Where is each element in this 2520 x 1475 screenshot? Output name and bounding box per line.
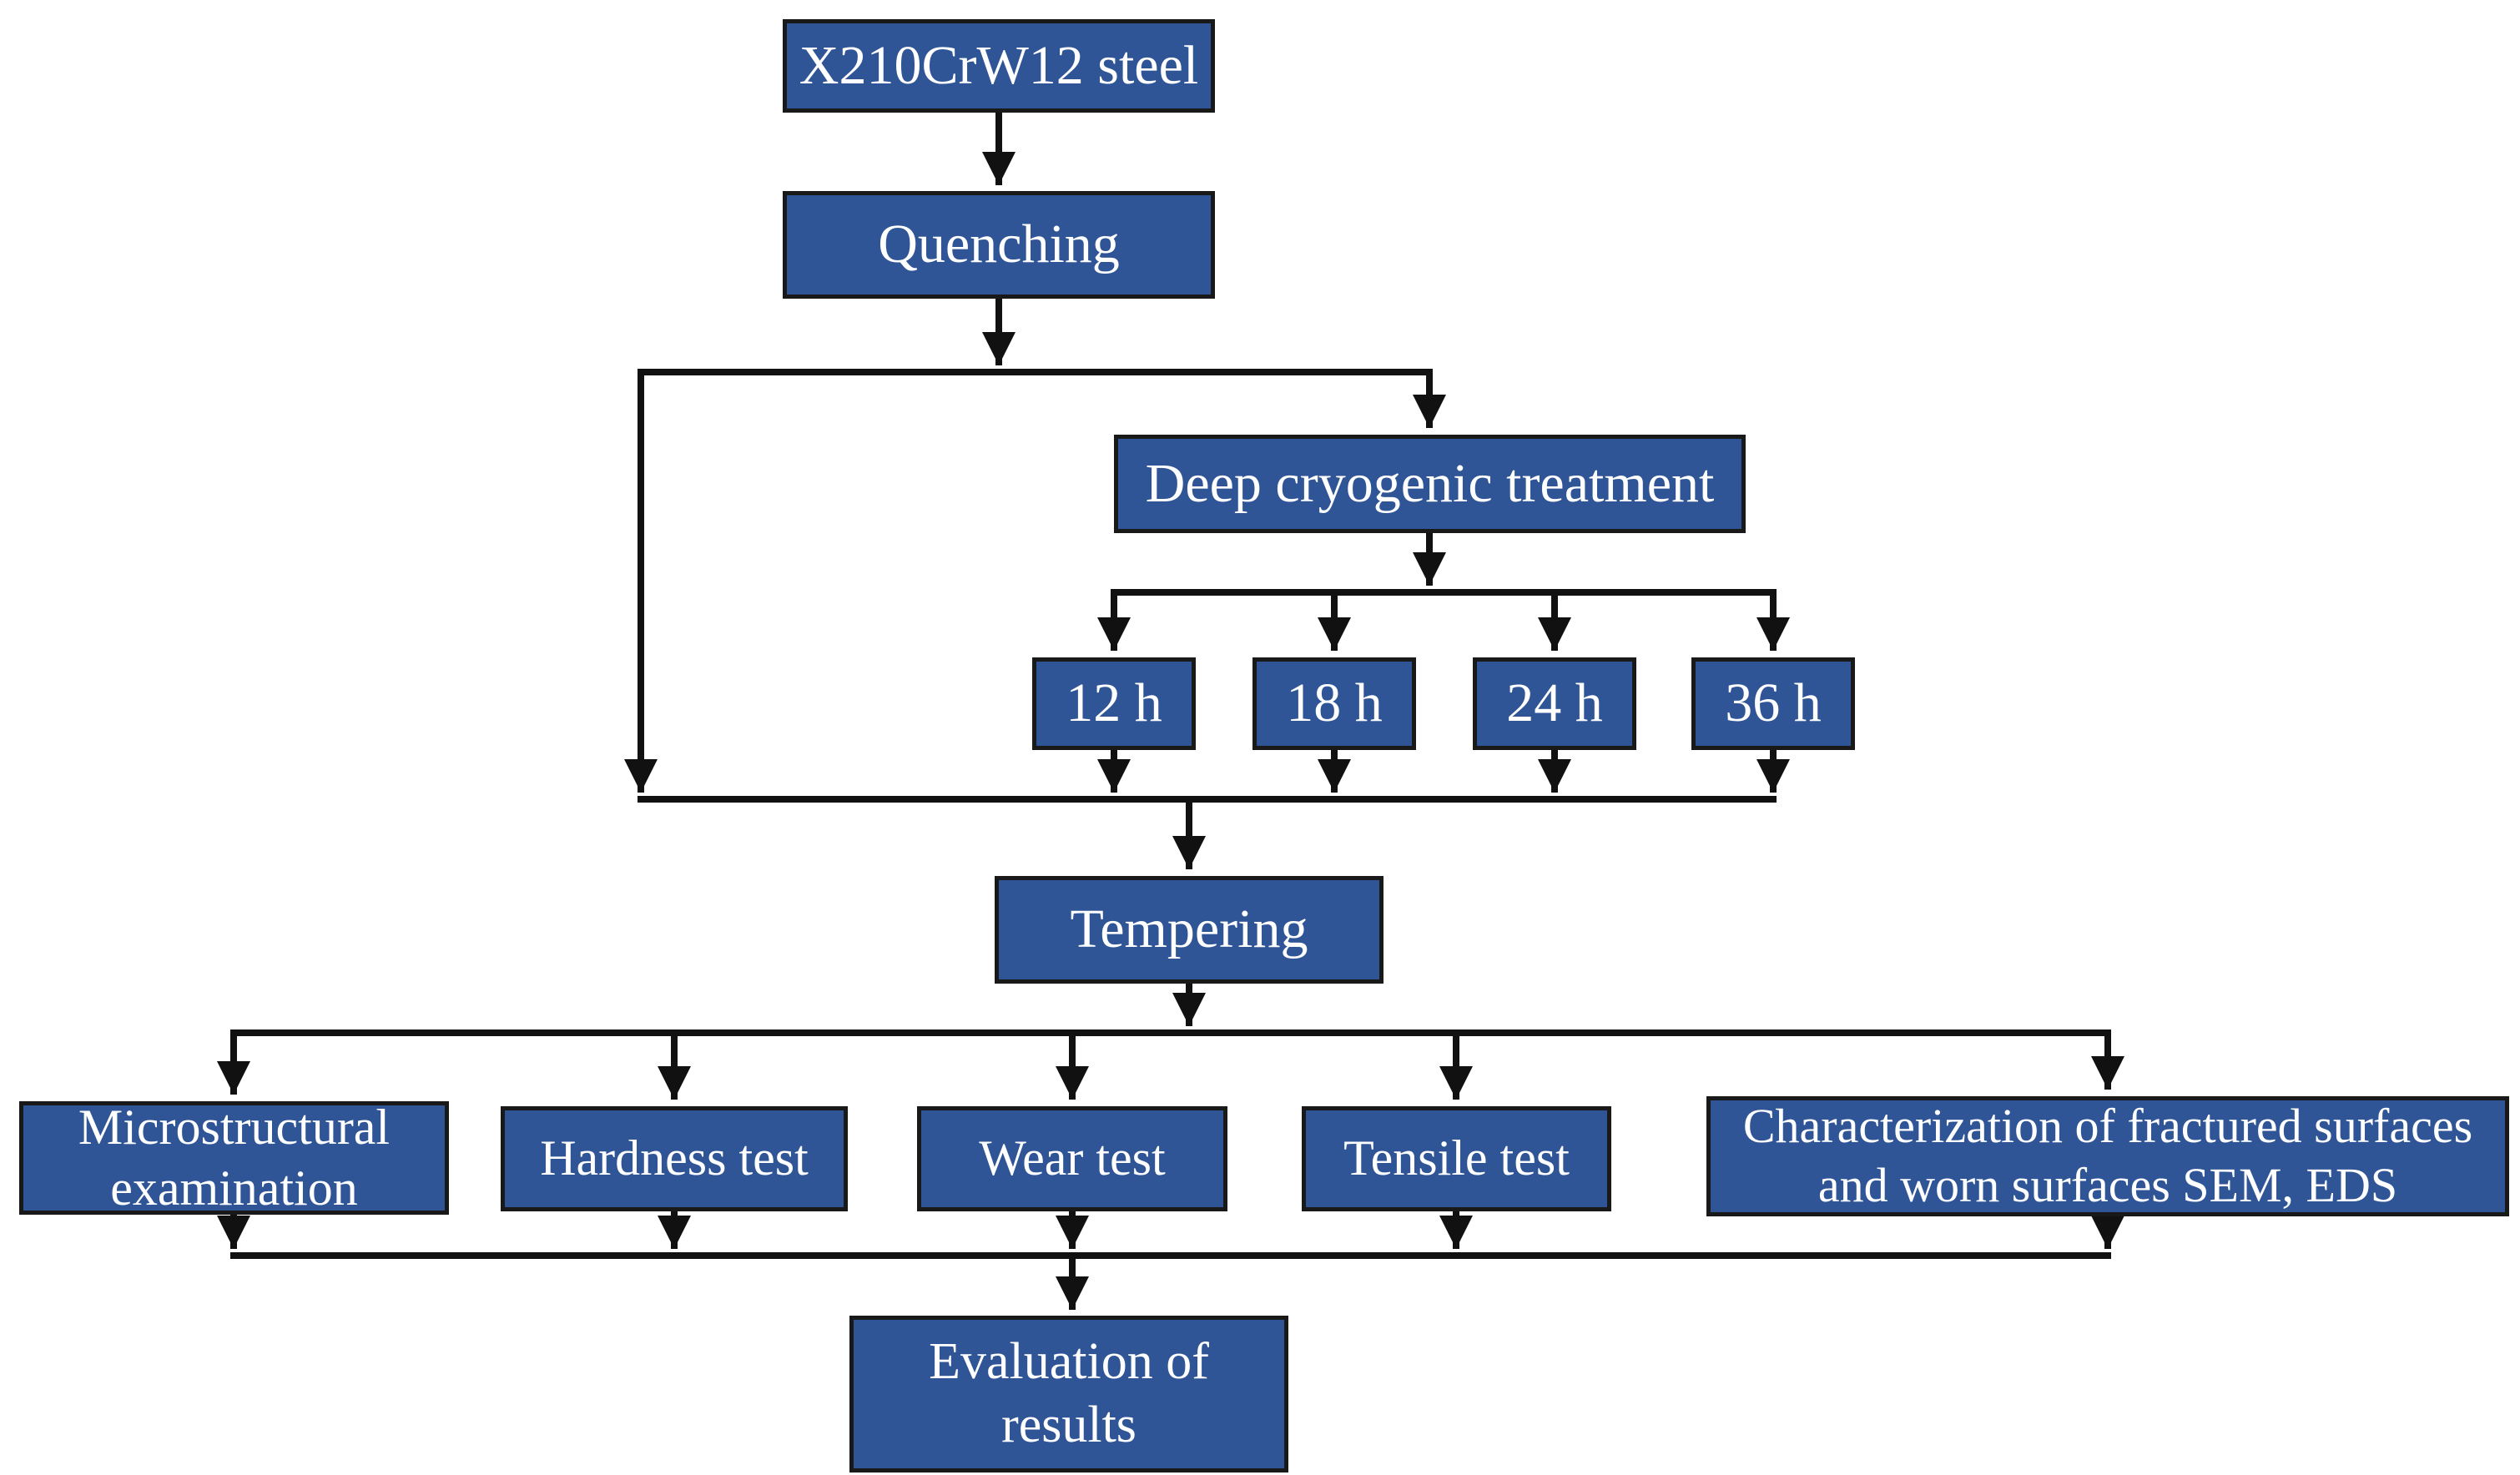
node-tensile-test: Tensile test	[1302, 1106, 1611, 1211]
node-label: 24 h	[1506, 672, 1603, 734]
node-36h: 36 h	[1691, 657, 1855, 750]
node-label: Characterization of fractured surfaces a…	[1742, 1099, 2473, 1212]
node-evaluation-of-results: Evaluation of results	[849, 1316, 1288, 1472]
node-microstructural-examination: Microstructural examination	[19, 1100, 449, 1216]
node-label: Quenching	[878, 214, 1120, 275]
node-label: Deep cryogenic treatment	[1145, 452, 1715, 514]
node-label: X210CrW12 steel	[799, 34, 1199, 96]
node-label: Microstructural examination	[78, 1099, 391, 1216]
node-label: Tempering	[1070, 899, 1308, 960]
node-hardness-test: Hardness test	[501, 1106, 848, 1211]
node-18h: 18 h	[1252, 657, 1416, 750]
node-wear-test: Wear test	[917, 1106, 1227, 1211]
node-label: Evaluation of results	[929, 1333, 1209, 1453]
node-quenching: Quenching	[783, 191, 1215, 299]
node-label: Tensile test	[1343, 1130, 1570, 1186]
node-label: Hardness test	[540, 1130, 809, 1186]
node-label: Wear test	[979, 1130, 1166, 1186]
node-12h: 12 h	[1032, 657, 1196, 750]
node-label: 12 h	[1066, 672, 1162, 734]
node-label: 18 h	[1286, 672, 1383, 734]
node-24h: 24 h	[1473, 657, 1636, 750]
node-label: 36 h	[1725, 672, 1822, 734]
node-x210crw12-steel: X210CrW12 steel	[783, 19, 1215, 113]
node-characterization-sem-eds: Characterization of fractured surfaces a…	[1706, 1096, 2509, 1216]
node-deep-cryogenic-treatment: Deep cryogenic treatment	[1114, 435, 1746, 533]
node-tempering: Tempering	[995, 876, 1383, 984]
